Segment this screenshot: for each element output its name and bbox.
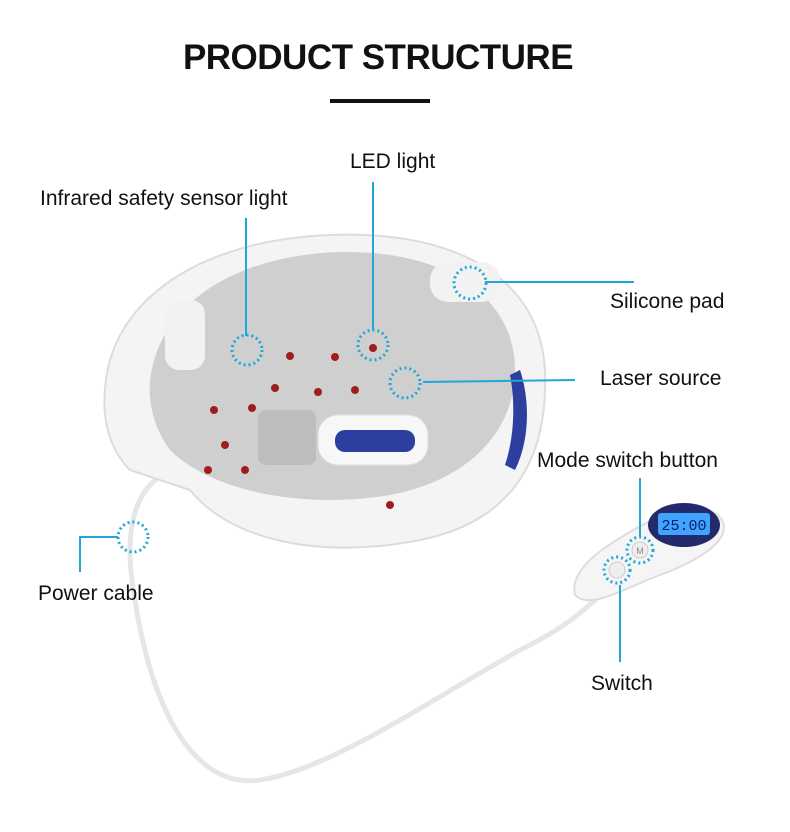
led-dots	[204, 344, 394, 509]
led-light-marker	[356, 328, 390, 362]
label-switch: Switch	[591, 672, 653, 695]
callout-lines	[79, 182, 641, 662]
callout-circles	[116, 265, 655, 585]
switch-marker	[602, 555, 632, 585]
laser-source-marker	[388, 366, 422, 400]
label-power-cable: Power cable	[38, 582, 154, 605]
side-panel	[505, 370, 527, 470]
label-silicone-pad: Silicone pad	[610, 290, 725, 313]
remote-controller: 25:00 M	[573, 503, 725, 602]
power-cable-marker	[116, 520, 150, 554]
mode-button-letter: M	[636, 546, 644, 556]
silicone-pad	[430, 262, 500, 302]
label-led-light: LED light	[350, 150, 436, 173]
silicone-pad-marker	[452, 265, 488, 301]
infrared-sensor-marker	[230, 333, 264, 367]
page-title: PRODUCT STRUCTURE	[182, 38, 574, 77]
mode-switch-button[interactable]	[631, 541, 649, 559]
title-underline	[330, 99, 430, 103]
label-laser-source: Laser source	[600, 367, 722, 390]
mode-switch-marker	[625, 535, 655, 565]
power-switch-button[interactable]	[608, 561, 626, 579]
label-infrared-sensor: Infrared safety sensor light	[40, 187, 288, 210]
lcd-readout: 25:00	[661, 518, 706, 535]
label-mode-switch: Mode switch button	[537, 449, 718, 472]
